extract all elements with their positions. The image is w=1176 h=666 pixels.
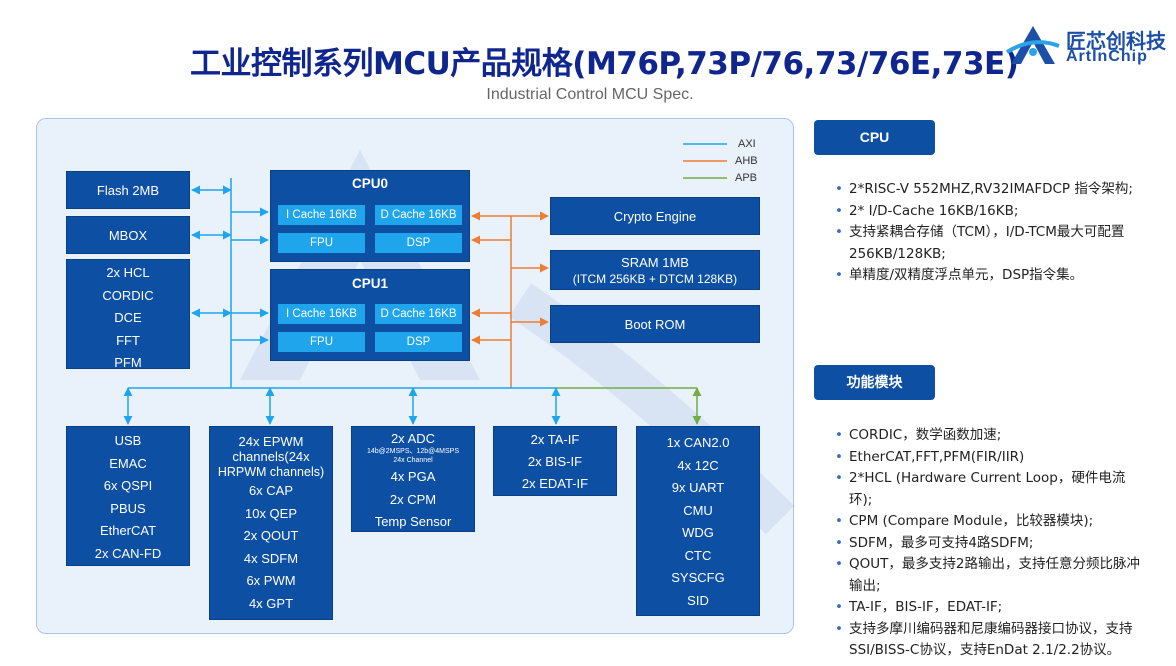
function-feature-item: 支持多摩川编码器和尼康编码器接口协议，支持SSI/BISS-C协议，支持EnDa… xyxy=(833,619,1143,662)
cpu1-icache: I Cache 16KB xyxy=(278,304,365,324)
mbox-label: MBOX xyxy=(108,228,148,243)
pwm-item: 4x GPT xyxy=(248,595,294,611)
function-feature-item: 2*HCL (Hardware Current Loop，硬件电流环); xyxy=(833,468,1143,511)
peripheral-block: 1x CAN2.0 4x 12C 9x UART CMU WDG CTC SYS… xyxy=(636,426,760,616)
io1-item: EMAC xyxy=(109,455,147,471)
bootrom-label: Boot ROM xyxy=(624,317,686,332)
cpu0-dcache: D Cache 16KB xyxy=(375,205,462,225)
logo-english-text: ArtInChip xyxy=(1066,48,1148,65)
cpu-section-title: CPU xyxy=(814,120,935,155)
function-feature-item: CORDIC，数学函数加速; xyxy=(833,425,1143,447)
adc-block: 2x ADC 14b@2MSPS、12b@4MSPS 24x Channel 4… xyxy=(351,426,475,532)
io1-item: 2x CAN-FD xyxy=(94,545,162,561)
sram-block: SRAM 1MB (ITCM 256KB + DTCM 128KB) xyxy=(550,250,760,290)
cpu0-icache: I Cache 16KB xyxy=(278,205,365,225)
legend-ahb-label: AHB xyxy=(735,155,758,167)
cpu1-fpu: FPU xyxy=(278,332,365,352)
sram-detail: (ITCM 256KB + DTCM 128KB) xyxy=(572,272,738,286)
cpu-feature-list: 2*RISC-V 552MHZ,RV32IMAFDCP 指令架构; 2* I/D… xyxy=(833,179,1143,287)
io1-block: USB EMAC 6x QSPI PBUS EtherCAT 2x CAN-FD xyxy=(66,426,190,566)
cpu1-block: CPU1 I Cache 16KB D Cache 16KB FPU DSP xyxy=(270,269,470,361)
legend-axi-label: AXI xyxy=(738,138,756,150)
mbox-block: MBOX xyxy=(66,216,190,254)
pwm-item: 24x EPWM xyxy=(238,434,304,449)
accel-group-block: 2x HCL CORDIC DCE FFT PFM xyxy=(66,259,190,370)
boot-rom-block: Boot ROM xyxy=(550,305,760,343)
cpu0-title: CPU0 xyxy=(351,176,388,191)
adc-note: 14b@2MSPS、12b@4MSPS xyxy=(366,448,460,455)
function-feature-item: QOUT，最多支持2路输出，支持任意分频比脉冲输出; xyxy=(833,554,1143,597)
cpu0-block: CPU0 I Cache 16KB D Cache 16KB FPU DSP xyxy=(270,170,470,262)
page-subtitle: Industrial Control MCU Spec. xyxy=(486,86,694,103)
cpu1-title: CPU1 xyxy=(351,276,388,291)
if-item: 2x EDAT-IF xyxy=(521,476,589,491)
cpu0-fpu: FPU xyxy=(278,233,365,253)
group-item: PFM xyxy=(114,355,142,370)
crypto-label: Crypto Engine xyxy=(613,209,697,224)
pwm-item: 2x QOUT xyxy=(243,528,299,543)
cpu1-dcache: D Cache 16KB xyxy=(375,304,462,324)
function-feature-item: SDFM，最多可支持4路SDFM; xyxy=(833,533,1143,555)
function-feature-item: CPM (Compare Module，比较器模块); xyxy=(833,511,1143,533)
io1-item: PBUS xyxy=(110,500,146,516)
periph-item: SYSCFG xyxy=(671,570,725,585)
cpu-feature-item: 单精度/双精度浮点单元，DSP指令集。 xyxy=(833,265,1143,287)
function-feature-list: CORDIC，数学函数加速; EtherCAT,FFT,PFM(FIR/IIR)… xyxy=(833,425,1143,662)
pwm-item: HRPWM channels) xyxy=(217,465,325,479)
function-feature-item: TA-IF，BIS-IF，EDAT-IF; xyxy=(833,597,1143,619)
pwm-item: 6x PWM xyxy=(246,573,296,588)
pwm-item: 4x SDFM xyxy=(243,550,299,566)
pwm-block: 24x EPWM channels(24x HRPWM channels) 6x… xyxy=(209,426,333,620)
adc-title: 2x ADC xyxy=(390,431,436,446)
periph-item: CTC xyxy=(684,547,712,563)
flash-block: Flash 2MB xyxy=(66,171,190,209)
function-feature-item: EtherCAT,FFT,PFM(FIR/IIR) xyxy=(833,447,1143,469)
logo-chinese-text: 匠芯创科技 xyxy=(1066,29,1166,53)
artinchip-logo-icon xyxy=(1005,26,1060,64)
io1-item: USB xyxy=(114,433,142,448)
crypto-engine-block: Crypto Engine xyxy=(550,197,760,235)
io1-item: EtherCAT xyxy=(99,523,157,538)
legend-apb-label: APB xyxy=(735,172,758,184)
periph-item: 4x 12C xyxy=(677,457,719,473)
page-title: 工业控制系列MCU产品规格(M76P,73P/76,73/76E,73E) xyxy=(190,46,1019,82)
adc-channels: 24x Channel xyxy=(393,457,433,464)
if-item: 2x TA-IF xyxy=(530,432,580,447)
encoder-if-block: 2x TA-IF 2x BIS-IF 2x EDAT-IF xyxy=(493,426,617,496)
periph-item: WDG xyxy=(682,525,714,540)
pwm-item: 6x CAP xyxy=(248,483,294,498)
cpu-feature-item: 2* I/D-Cache 16KB/16KB; xyxy=(833,201,1143,223)
group-item: 2x HCL xyxy=(106,265,150,280)
cpu-feature-item: 支持紧耦合存储（TCM），I/D-TCM最大可配置256KB/128KB; xyxy=(833,222,1143,265)
periph-item: CMU xyxy=(683,502,713,518)
periph-item: 1x CAN2.0 xyxy=(666,435,730,450)
flash-label: Flash 2MB xyxy=(96,183,160,198)
group-item: DCE xyxy=(114,310,142,325)
group-item: FFT xyxy=(116,332,140,348)
cpu-feature-item: 2*RISC-V 552MHZ,RV32IMAFDCP 指令架构; xyxy=(833,179,1143,201)
sram-label: SRAM 1MB xyxy=(621,255,689,270)
if-item: 2x BIS-IF xyxy=(527,454,583,469)
io1-item: 6x QSPI xyxy=(103,478,153,493)
periph-item: 9x UART xyxy=(671,480,725,495)
cpu0-dsp: DSP xyxy=(375,233,462,253)
function-section-title: 功能模块 xyxy=(814,365,935,400)
pwm-item: 10x QEP xyxy=(244,505,298,521)
group-item: CORDIC xyxy=(102,287,154,303)
periph-item: SID xyxy=(687,592,709,608)
cpu1-dsp: DSP xyxy=(375,332,462,352)
adc-item: 2x CPM xyxy=(389,491,437,507)
adc-item: Temp Sensor xyxy=(374,514,452,529)
adc-item: 4x PGA xyxy=(390,469,436,484)
pwm-item: channels(24x xyxy=(232,449,310,464)
